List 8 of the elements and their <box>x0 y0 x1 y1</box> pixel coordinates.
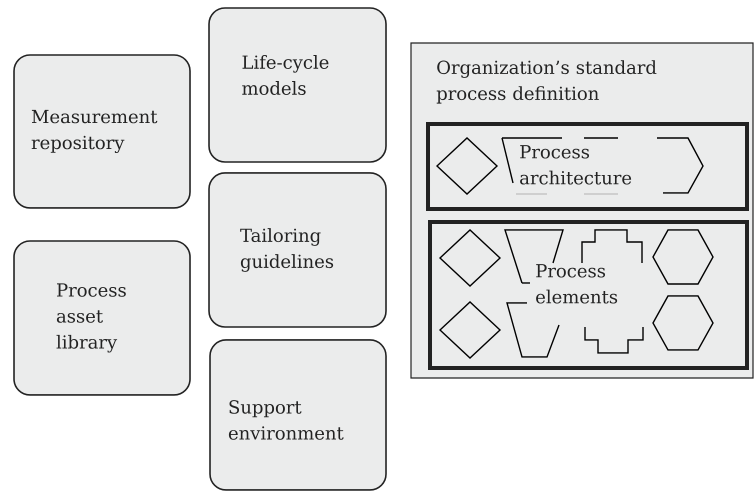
group-label: Process elements <box>536 264 618 304</box>
box-label: Tailoring guidelines <box>240 228 334 272</box>
group-label: Process architecture <box>520 145 632 185</box>
box-label: Support environment <box>228 400 344 440</box>
box-label: Process asset library <box>56 283 126 353</box>
panel-title: Organization’s standard process definition <box>436 60 656 104</box>
box-label: Life-cycle models <box>242 55 328 95</box>
box-label: Measurement repository <box>32 110 158 154</box>
